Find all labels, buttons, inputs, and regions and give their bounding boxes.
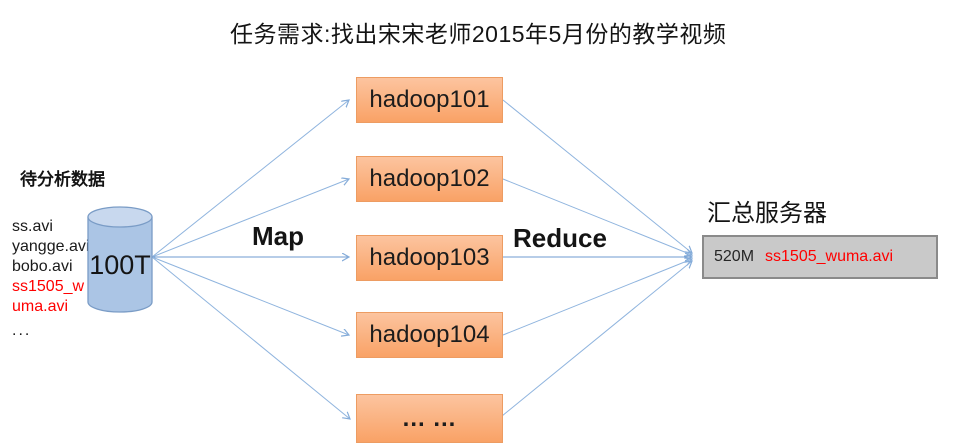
file-item-ellipsis: ... <box>12 322 32 339</box>
arrow-map-5 <box>151 256 350 419</box>
summary-server-title: 汇总服务器 <box>707 200 827 227</box>
file-item: ss.avi <box>12 218 53 235</box>
arrow-map-4 <box>151 256 349 335</box>
arrow-map-2 <box>151 179 349 258</box>
arrow-map-1 <box>151 100 349 258</box>
file-list: ss.avi yangge.avi bobo.avi ss1505_w uma.… <box>12 217 89 341</box>
result-size: 520M <box>714 248 755 265</box>
result-filename: ss1505_wuma.avi <box>765 248 894 265</box>
file-item: yangge.avi <box>12 238 90 255</box>
node-ellipsis: ... ... <box>356 394 503 443</box>
node-hadoop103: hadoop103 <box>356 235 503 281</box>
capacity-label: 100T <box>89 250 151 280</box>
summary-server-box: 520M ss1505_wuma.avi <box>702 235 938 279</box>
source-data-label: 待分析数据 <box>20 170 105 189</box>
node-hadoop101: hadoop101 <box>356 77 503 123</box>
arrow-reduce-5 <box>501 261 692 417</box>
map-stage-label: Map <box>252 221 304 251</box>
node-hadoop104: hadoop104 <box>356 312 503 358</box>
arrow-reduce-4 <box>502 259 692 336</box>
file-item: bobo.avi <box>12 258 73 275</box>
node-hadoop102: hadoop102 <box>356 156 503 202</box>
cylinder-icon <box>87 206 153 313</box>
reduce-stage-label: Reduce <box>513 223 607 253</box>
database-cylinder <box>86 206 154 314</box>
file-item-highlighted: ss1505_w <box>12 278 85 295</box>
file-item-highlighted: uma.avi <box>12 298 69 315</box>
diagram-title: 任务需求:找出宋宋老师2015年5月份的教学视频 <box>230 21 727 47</box>
